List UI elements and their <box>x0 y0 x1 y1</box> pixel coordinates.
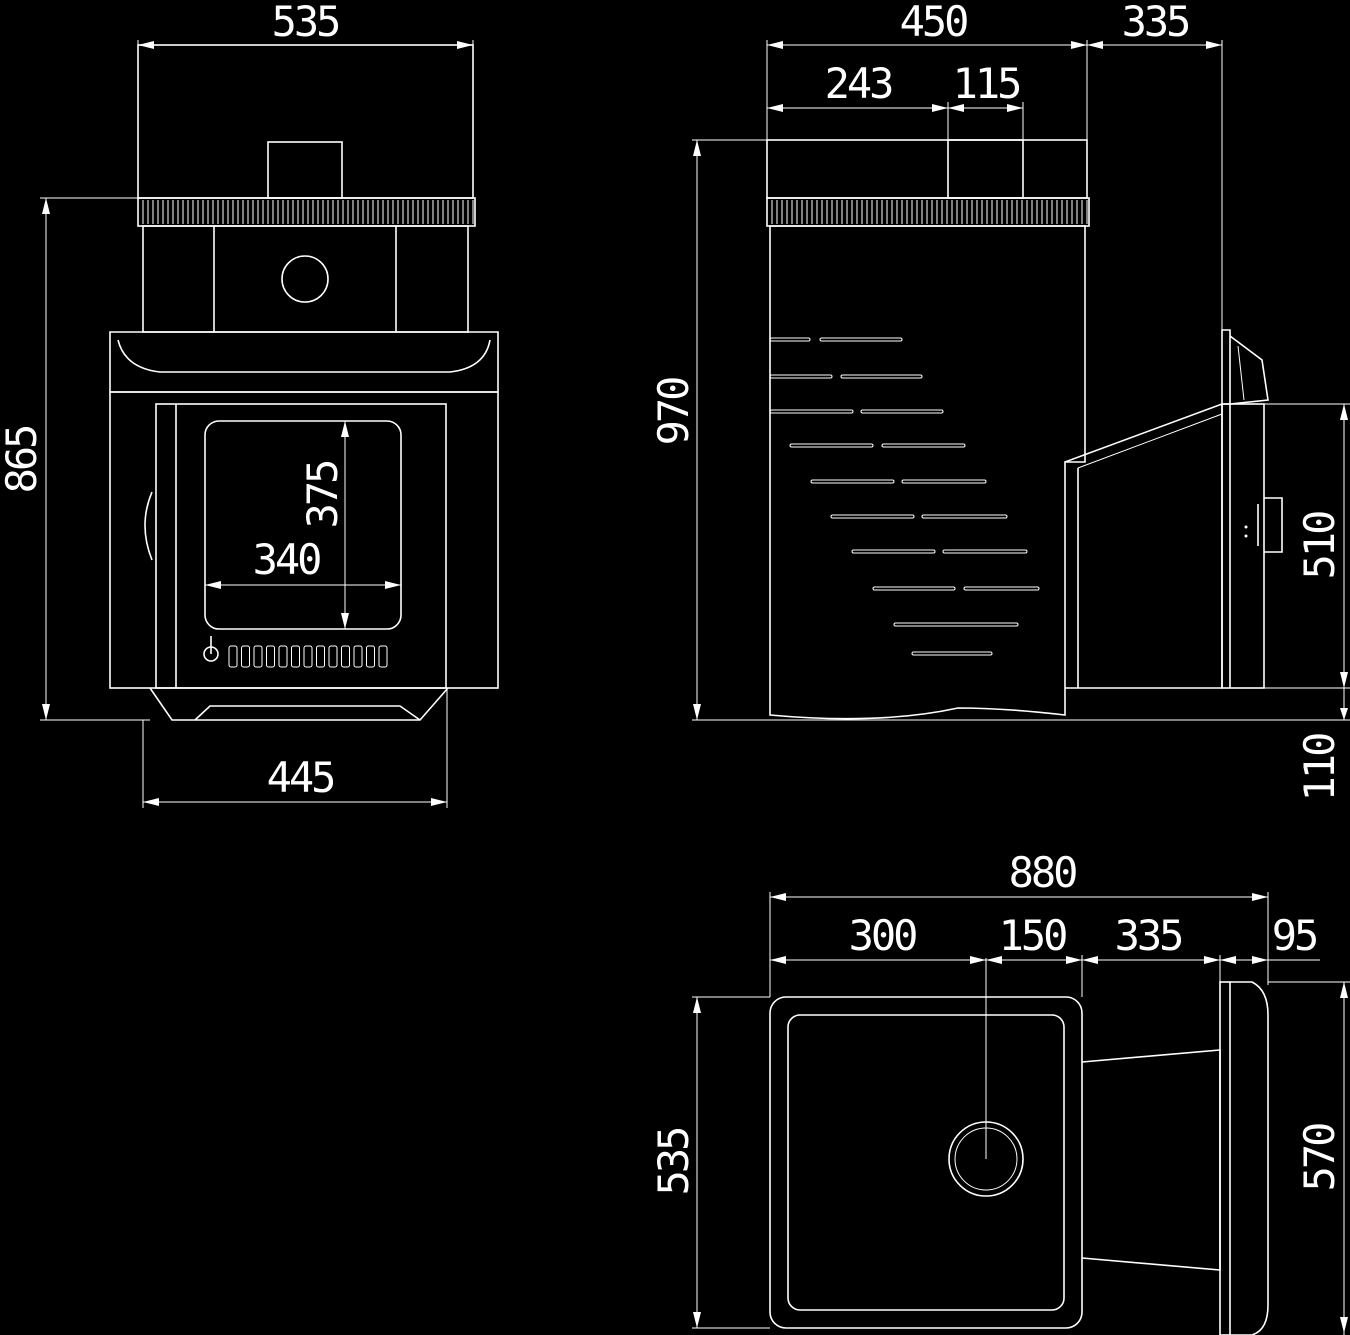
top-body-inner <box>787 1014 1065 1311</box>
dim-top-seg-2: 150 <box>999 911 1067 960</box>
dim-top-body-width: 535 <box>649 1129 698 1196</box>
dim-top-door-width: 570 <box>1295 1124 1344 1192</box>
front-dimensions: 535 865 445 340 375 <box>0 0 474 808</box>
dim-side-tank-depth: 335 <box>1122 0 1189 46</box>
top-fire-tunnel <box>1081 1049 1221 1271</box>
front-stone-basket <box>137 44 474 199</box>
front-door <box>155 403 447 689</box>
dim-side-chimney-width: 115 <box>953 59 1020 108</box>
front-chimney-pipe <box>267 141 343 199</box>
side-view <box>766 139 1283 720</box>
dim-glass-width: 340 <box>253 535 321 584</box>
dim-top-seg-1: 300 <box>849 911 917 960</box>
dim-side-leg-height: 110 <box>1295 734 1344 802</box>
dim-side-door-height: 510 <box>1295 512 1344 580</box>
dim-front-height: 865 <box>0 427 46 494</box>
side-dimensions: 450 335 243 115 970 510 110 <box>649 0 1350 801</box>
dim-side-body-depth: 450 <box>900 0 968 46</box>
side-ribbed-band <box>766 197 1090 227</box>
side-chimney-pipe <box>947 139 1024 199</box>
top-door-frame <box>1219 981 1231 1335</box>
dim-glass-height: 375 <box>298 462 347 529</box>
side-fire-tunnel <box>1064 402 1223 689</box>
front-top-plate <box>109 331 499 393</box>
side-door-handle-icon <box>1264 497 1283 553</box>
front-upper-body <box>142 225 469 333</box>
dim-top-total-length: 880 <box>1009 848 1077 897</box>
side-door <box>1221 403 1265 689</box>
front-air-vents <box>228 645 388 668</box>
dim-side-chimney-offset: 243 <box>825 59 893 108</box>
front-ribbed-band <box>137 197 476 227</box>
top-door <box>1230 981 1269 1335</box>
side-convection-slots <box>769 337 1040 656</box>
dim-front-bottom-width: 445 <box>267 753 334 802</box>
top-view <box>769 958 1269 1335</box>
front-door-glass <box>204 420 402 630</box>
side-stone-basket <box>766 139 1088 199</box>
top-dimensions: 880 300 150 335 95 535 570 <box>649 848 1350 1335</box>
front-pipe-hole <box>281 255 329 303</box>
dim-front-top-width: 535 <box>272 0 339 46</box>
side-main-body <box>769 225 1086 720</box>
top-body-outer <box>769 996 1083 1329</box>
dim-top-seg-4: 95 <box>1272 911 1317 960</box>
door-handle-icon <box>144 491 153 561</box>
dim-side-height: 970 <box>649 378 698 446</box>
front-base <box>149 687 449 721</box>
front-view <box>109 44 499 721</box>
dim-top-seg-3: 335 <box>1115 911 1182 960</box>
